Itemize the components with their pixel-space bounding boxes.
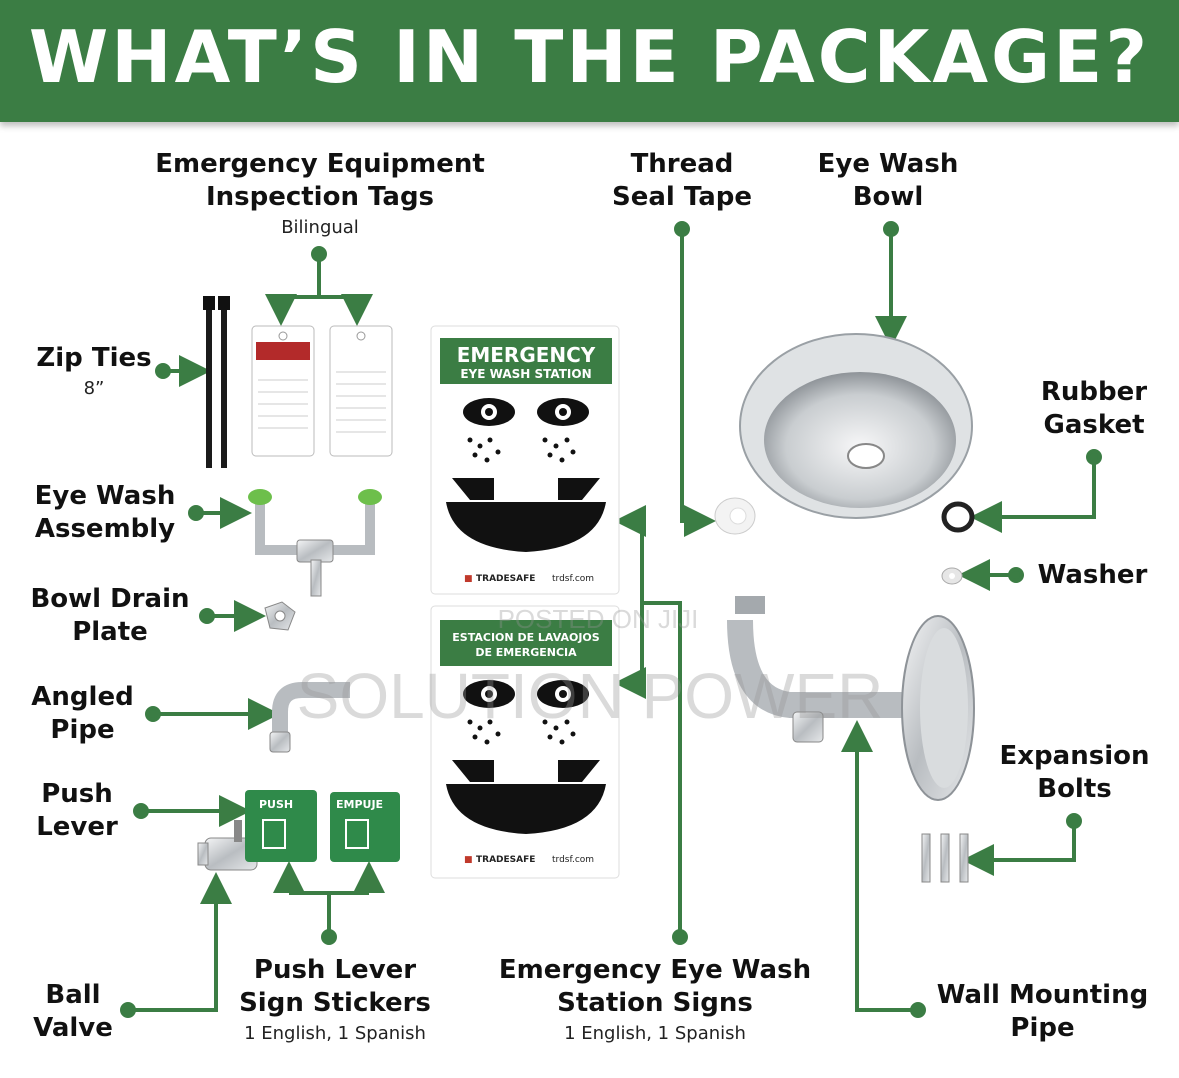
bowl-drain-plate-image — [264, 601, 296, 631]
label-eye-wash-bowl: Eye Wash Bowl — [798, 148, 978, 214]
zip-ties-image — [203, 296, 230, 468]
label-push-lever-line2: Lever — [36, 812, 118, 842]
label-station-signs: Emergency Eye Wash Station Signs — [495, 954, 815, 1020]
label-wall-mounting-pipe: Wall Mounting Pipe — [930, 979, 1155, 1045]
wall-mounting-pipe-image — [727, 596, 975, 801]
label-push-lever-line1: Push — [41, 779, 113, 809]
label-expansion-bolts: Expansion Bolts — [992, 740, 1157, 806]
title-banner: WHAT’S IN THE PACKAGE? — [0, 0, 1179, 122]
label-rubber-gasket-line1: Rubber — [1040, 377, 1148, 407]
label-eye-wash-bowl-line2: Bowl — [852, 182, 924, 212]
ball-valve-image — [197, 820, 258, 871]
eye-wash-assembly-image — [248, 489, 382, 597]
label-eye-wash-assembly-line1: Eye Wash — [34, 481, 176, 511]
page-title: WHAT’S IN THE PACKAGE? — [28, 15, 1151, 99]
label-expansion-bolts-line2: Bolts — [1037, 774, 1112, 804]
label-inspection-tags-line2: Inspection Tags — [205, 182, 435, 212]
label-wall-mounting-pipe-line2: Pipe — [1010, 1013, 1075, 1043]
label-push-lever-sign-stickers-line2: Sign Stickers — [239, 988, 431, 1018]
eye-wash-bowl-image — [739, 333, 973, 519]
sticker-english-text: PUSH — [259, 798, 293, 811]
label-angled-pipe-line2: Pipe — [50, 715, 115, 745]
note-zip-ties: 8” — [83, 378, 105, 399]
sign-spanish-heading-1: ESTACION DE LAVAOJOS — [452, 631, 599, 644]
label-push-lever-sign-stickers: Push Lever Sign Stickers — [230, 954, 440, 1020]
svg-text:■: ■ — [464, 855, 473, 865]
label-thread-seal-tape: Thread Seal Tape — [592, 148, 772, 214]
label-ball-valve-line1: Ball — [45, 980, 101, 1010]
label-bowl-drain-plate-line1: Bowl Drain — [30, 584, 190, 614]
station-sign-spanish: ESTACION DE LAVAOJOS DE EMERGENCIA ■ TRA… — [430, 605, 620, 879]
thread-seal-tape-image — [714, 497, 756, 535]
angled-pipe-image — [269, 682, 350, 753]
label-eye-wash-bowl-line1: Eye Wash — [817, 149, 959, 179]
sign-spanish-url: trdsf.com — [552, 855, 594, 865]
label-station-signs-line1: Emergency Eye Wash — [498, 955, 812, 985]
watermark-line-2: SOLUTION POWER — [297, 660, 884, 732]
label-station-signs-line2: Station Signs — [557, 988, 753, 1018]
label-push-lever-sign-stickers-line1: Push Lever — [253, 955, 417, 985]
note-push-lever-sign-stickers: 1 English, 1 Spanish — [244, 1023, 426, 1044]
label-thread-seal-tape-line2: Seal Tape — [611, 182, 753, 212]
station-sign-english: EMERGENCY EYE WASH STATION ■ TRADESAFE t… — [430, 325, 620, 595]
label-inspection-tags-line1: Emergency Equipment — [155, 149, 485, 179]
push-lever-sticker-spanish: EMPUJE — [330, 792, 400, 862]
label-wall-mounting-pipe-line1: Wall Mounting — [936, 980, 1149, 1010]
svg-text:■: ■ — [464, 574, 473, 584]
rubber-gasket-image — [941, 501, 975, 533]
watermark-line-1: POSTED ON JIJI — [498, 604, 699, 634]
label-bowl-drain-plate-line2: Plate — [72, 617, 148, 647]
label-expansion-bolts-line1: Expansion — [999, 741, 1150, 771]
connector-lines — [120, 221, 1102, 1018]
sign-english-brand: TRADESAFE — [476, 574, 535, 584]
push-lever-sticker-english: PUSH — [245, 790, 317, 862]
label-eye-wash-assembly: Eye Wash Assembly — [20, 480, 190, 546]
label-angled-pipe-line1: Angled — [31, 682, 134, 712]
sign-english-subheading: EYE WASH STATION — [460, 367, 591, 381]
note-station-signs: 1 English, 1 Spanish — [564, 1023, 746, 1044]
label-rubber-gasket: Rubber Gasket — [1024, 376, 1164, 442]
sign-spanish-heading-2: DE EMERGENCIA — [475, 646, 577, 659]
label-inspection-tags: Emergency Equipment Inspection Tags — [145, 148, 495, 214]
label-angled-pipe: Angled Pipe — [20, 681, 145, 747]
label-push-lever: Push Lever — [22, 778, 132, 844]
inspection-tags-image — [251, 325, 393, 457]
expansion-bolts-image — [921, 833, 969, 883]
label-bowl-drain-plate: Bowl Drain Plate — [20, 583, 200, 649]
label-rubber-gasket-line2: Gasket — [1043, 410, 1145, 440]
sign-english-url: trdsf.com — [552, 574, 594, 584]
label-ball-valve: Ball Valve — [18, 979, 128, 1045]
label-ball-valve-line2: Valve — [33, 1013, 113, 1043]
washer-image — [941, 567, 963, 585]
label-zip-ties: Zip Ties — [36, 343, 152, 373]
sign-spanish-brand: TRADESAFE — [476, 855, 535, 865]
note-inspection-tags: Bilingual — [281, 217, 359, 238]
sticker-spanish-text: EMPUJE — [336, 798, 383, 811]
label-eye-wash-assembly-line2: Assembly — [34, 514, 176, 544]
label-thread-seal-tape-line1: Thread — [630, 149, 734, 179]
sign-english-heading: EMERGENCY — [457, 343, 596, 367]
label-washer: Washer — [1037, 560, 1148, 590]
